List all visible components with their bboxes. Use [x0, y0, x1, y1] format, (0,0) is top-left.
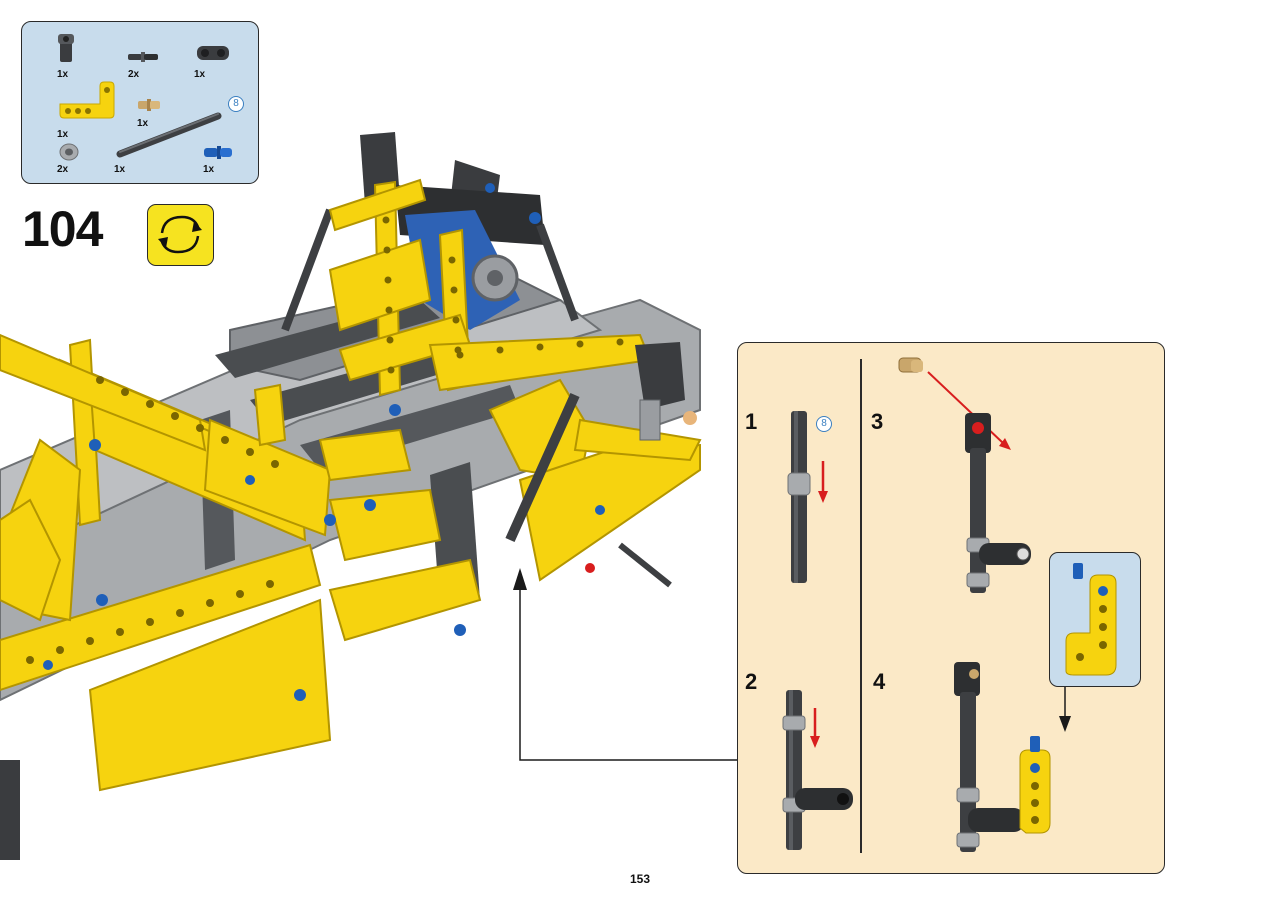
part-qty: 1x [57, 69, 69, 80]
part-qty: 1x [203, 164, 215, 175]
part-qty: 2x [57, 164, 69, 175]
steering-arm [505, 342, 697, 588]
tan-axle-pin-icon [138, 99, 160, 111]
part-qty: 1x [194, 69, 206, 80]
blue-pins [43, 183, 605, 701]
rotate-model-icon [147, 204, 214, 266]
sub-step-4-number: 4 [873, 669, 886, 694]
sub-panel-divider [860, 359, 862, 853]
part-callout-box [1049, 552, 1141, 687]
sub-step-2-illustration [782, 690, 853, 850]
page-number: 153 [629, 872, 651, 886]
step-number: 104 [22, 201, 103, 257]
part-qty: 1x [137, 118, 149, 129]
sub-step-4-illustration [954, 662, 1051, 852]
sub-axle-length-badge: 8 [816, 416, 832, 432]
sub-step-2-number: 2 [745, 669, 758, 694]
sub-step-1-illustration [787, 411, 828, 583]
part-qty: 2x [128, 69, 140, 80]
part-qty: 1x [114, 164, 126, 175]
technic-model-illustration [0, 132, 702, 860]
sub-step-1-number: 1 [745, 409, 758, 434]
grey-bush-icon [59, 143, 79, 161]
black-connector-double-icon [197, 46, 229, 60]
part-qty: 1x [57, 129, 69, 140]
yellow-l-beam-icon [59, 81, 115, 119]
dark-grey-axle-icon [116, 112, 222, 158]
black-pin-connector-icon [58, 34, 74, 62]
sub-step-3-illustration [898, 357, 1031, 593]
blue-pin-icon [204, 146, 232, 159]
sub-step-3-number: 3 [871, 409, 884, 434]
axle-length-badge: 8 [228, 96, 244, 112]
beam-holes [26, 216, 624, 664]
black-axle-pin-icon [128, 52, 158, 62]
lower-left-parts [0, 498, 62, 860]
parts-list-box: 1x 2x 1x 1x 1x 8 1x 2x 1 [21, 21, 259, 184]
